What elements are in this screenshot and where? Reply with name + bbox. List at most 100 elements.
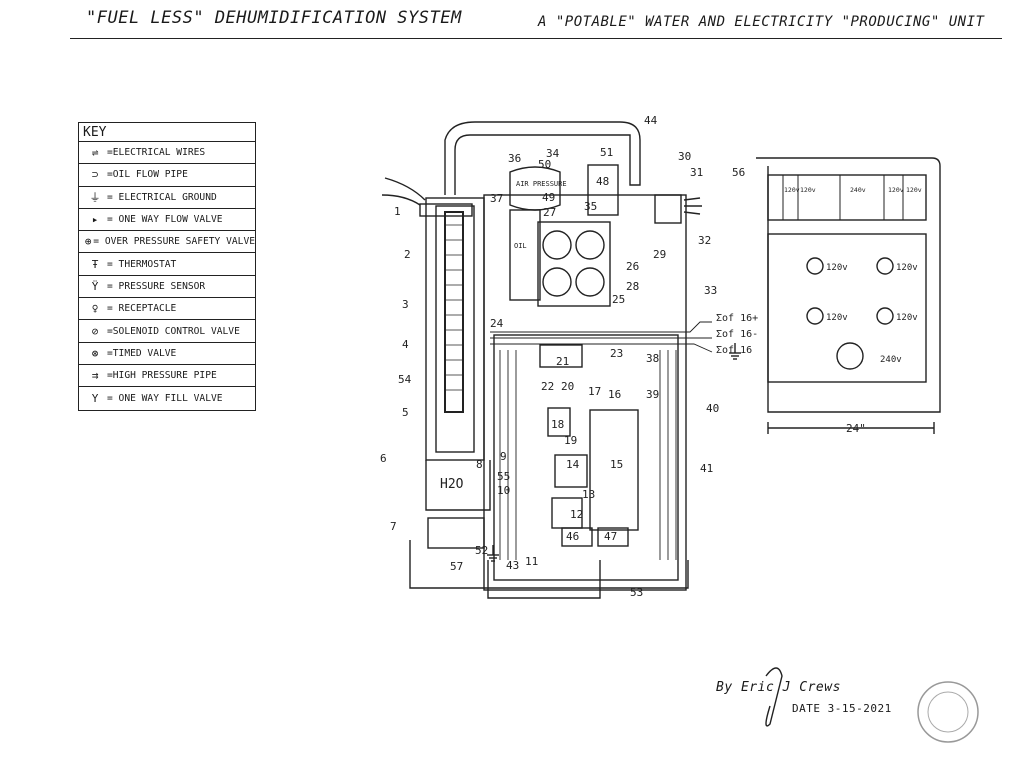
callout-25: 25	[612, 293, 625, 306]
outlet-label: 120v	[896, 263, 918, 273]
callout-57: 57	[450, 560, 463, 573]
oil-tank	[509, 209, 541, 301]
breaker-label: 120v	[906, 186, 922, 194]
key-item-receptacle: ♀ = RECEPTACLE	[79, 298, 255, 321]
callout-20: 20	[561, 380, 574, 393]
sum-minus-label: Σof 16-	[716, 329, 758, 340]
breaker-labels: 120v 120v 240v 120v 120v	[784, 186, 922, 194]
breaker-dividers	[782, 175, 904, 220]
solenoid-icon: ⊘	[91, 324, 99, 338]
tank-inner	[435, 205, 475, 453]
callout-40: 40	[706, 402, 719, 415]
panel-width-label: 24"	[846, 422, 866, 435]
key-label: =TIMED VALVE	[107, 347, 177, 359]
callout-33: 33	[704, 284, 717, 297]
key-label: = RECEPTACLE	[107, 303, 177, 315]
panel-outline	[756, 157, 941, 413]
callout-51: 51	[600, 146, 613, 159]
key-label: = ELECTRICAL GROUND	[107, 191, 217, 203]
air-pressure-tank	[509, 166, 561, 211]
callout-50: 50	[538, 158, 551, 171]
breaker-panel	[767, 174, 927, 221]
signature-date: DATE 3-15-2021	[792, 702, 892, 715]
ground-icon: ⏚	[89, 191, 101, 205]
notary-seal-inner	[927, 691, 969, 733]
fan-upper-left	[542, 230, 572, 260]
callout-17: 17	[588, 385, 601, 398]
callout-12: 12	[570, 508, 583, 521]
air-pressure-label: AIR PRESSURE	[516, 180, 567, 188]
thermostat-icon: Ŧ	[91, 257, 99, 271]
key-heading: KEY	[79, 123, 255, 142]
timed-valve-icon: ⊛	[91, 346, 99, 360]
callout-22: 22	[541, 380, 554, 393]
callout-52: 52	[475, 544, 488, 557]
key-item-safety-valve: ⊕= OVER PRESSURE SAFETY VALVE	[79, 231, 255, 254]
title-underline	[70, 38, 1002, 39]
callout-32: 32	[698, 234, 711, 247]
key-item-pressure-sensor: Ÿ= PRESSURE SENSOR	[79, 276, 255, 299]
key-legend: KEY ⇌=ELECTRICAL WIRES ⊃=OIL FLOW PIPE ⏚…	[78, 122, 256, 411]
title-left: "FUEL LESS" DEHUMIDIFICATION SYSTEM	[86, 8, 462, 28]
bottom-pump	[427, 517, 485, 549]
callout-26: 26	[626, 260, 639, 273]
key-item-thermostat: Ŧ= THERMOSTAT	[79, 253, 255, 276]
one-way-valve-icon: ▸	[91, 213, 99, 227]
key-label: = OVER PRESSURE SAFETY VALVE	[93, 236, 255, 248]
outlet-label: 120v	[826, 313, 848, 323]
key-item-one-way-valve: ▸ = ONE WAY FLOW VALVE	[79, 209, 255, 232]
oil-label: OIL	[514, 242, 527, 250]
key-item-wires: ⇌=ELECTRICAL WIRES	[79, 142, 255, 165]
tank-outer	[425, 197, 485, 461]
right-inlet-block	[654, 194, 682, 224]
lower-box-right	[597, 527, 629, 547]
outlet-icon	[836, 342, 864, 370]
callout-34: 34	[546, 147, 560, 160]
callout-8: 8	[476, 458, 483, 471]
inlet-arrows	[683, 197, 702, 215]
oil-pipe-icon: ⊃	[91, 168, 99, 182]
callout-18: 18	[551, 418, 564, 431]
sum-ground-label: Σof 16	[716, 345, 752, 356]
callout-19: 19	[564, 434, 577, 447]
safety-valve-icon: ⊕	[84, 235, 92, 249]
receptacle-icon: ♀	[91, 302, 99, 316]
fill-valve-icon: Y	[91, 391, 99, 405]
ground-icon	[487, 545, 499, 562]
callout-39: 39	[646, 388, 659, 401]
top-loop-pipe	[444, 121, 641, 195]
coil-hatching	[445, 224, 463, 391]
callout-46: 46	[566, 530, 579, 543]
key-item-ground: ⏚ = ELECTRICAL GROUND	[79, 187, 255, 209]
callout-4: 4	[402, 338, 409, 351]
main-frame	[483, 194, 687, 591]
callout-47: 47	[604, 530, 617, 543]
callout-2: 2	[404, 248, 411, 261]
callout-15: 15	[610, 458, 623, 471]
callout-6: 6	[380, 452, 387, 465]
callout-21: 21	[556, 355, 569, 368]
outlet-arrows	[381, 177, 426, 206]
top-inlet-block	[419, 203, 473, 217]
sum-plus-label: Σof 16+	[716, 313, 758, 324]
high-pressure-pipe-icon: ⇉	[91, 369, 99, 383]
wire-icon: ⇌	[91, 146, 99, 160]
outlet-labels: 120v 120v 120v 120v 240v	[826, 263, 918, 365]
callout-3: 3	[402, 298, 409, 311]
callout-36: 36	[508, 152, 521, 165]
callout-35: 35	[584, 200, 597, 213]
key-label: = ONE WAY FLOW VALVE	[107, 214, 223, 226]
bottom-return-loop	[409, 540, 689, 589]
callout-1: 1	[394, 205, 401, 218]
coil-element	[444, 211, 464, 413]
callout-53: 53	[630, 586, 643, 599]
outlet-panel	[767, 233, 927, 383]
callout-48: 48	[596, 175, 609, 188]
callout-41: 41	[700, 462, 713, 475]
key-item-solenoid: ⊘=SOLENOID CONTROL VALVE	[79, 320, 255, 343]
callout-31: 31	[690, 166, 703, 179]
outlet-label: 120v	[896, 313, 918, 323]
wiring-bundle	[490, 321, 713, 560]
callout-13: 13	[582, 488, 595, 501]
